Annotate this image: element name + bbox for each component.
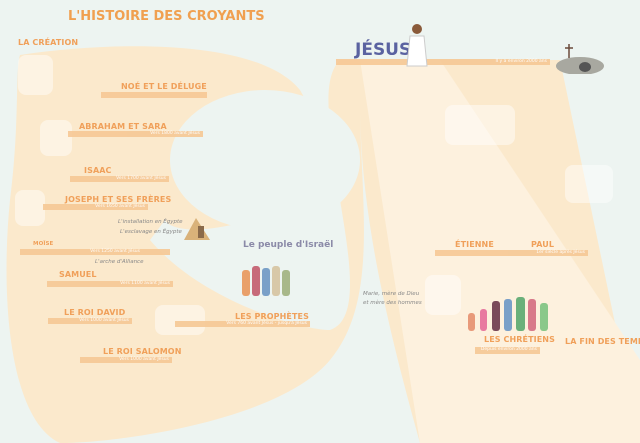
israel-label: Le peuple d'Israël [243, 240, 334, 250]
event-label-paul: PAUL [531, 240, 555, 249]
event-label-abraham: ABRAHAM ET SARA [79, 122, 167, 131]
event-label-chretiens: LES CHRÉTIENS [484, 335, 555, 344]
event-bar-abraham: Vers 1800 avant Jésus [68, 131, 203, 137]
event-bar-jesus: Il y a environ 2000 ans [336, 59, 550, 65]
event-bar-chretiens: Depuis environ 2000 ans [475, 347, 540, 354]
note-egypt-slavery: L'esclavage en Égypte [120, 229, 182, 235]
event-bar-isaac: Vers 1700 avant Jésus [70, 176, 169, 182]
event-bar-noe [101, 92, 207, 98]
event-bar-joseph: Vers 1650 avant Jésus [43, 204, 148, 210]
event-bar-samuel: Vers 1100 avant Jésus [47, 281, 173, 287]
event-bar-salomon: Vers 1000 avant Jésus [80, 357, 172, 363]
note-egypt-settle: L'installation en Égypte [118, 219, 183, 225]
note-mary-1: Marie, mère de Dieu [363, 291, 420, 297]
event-label-etienne: ÉTIENNE [455, 240, 494, 249]
event-label-samuel: SAMUEL [59, 270, 97, 279]
end-label: LA FIN DES TEMPS [565, 337, 640, 346]
event-label-isaac: ISAAC [84, 166, 112, 175]
note-mary-2: et mère des hommes [363, 300, 422, 306]
page-title: L'HISTOIRE DES CROYANTS [68, 9, 265, 24]
event-bar-david: Vers 1000 avant Jésus [48, 318, 132, 324]
christians-illustration [468, 297, 548, 331]
egypt-illustration [184, 218, 210, 240]
tomb-illustration [556, 44, 604, 74]
event-label-moise: MOÏSE [33, 241, 54, 247]
jesus-illustration [406, 24, 428, 67]
event-label-prophetes: LES PROPHÈTES [235, 312, 309, 321]
note-ark: L'arche d'Alliance [95, 259, 144, 265]
event-bar-etienne-paul: 1er siècle après Jésus [435, 250, 588, 256]
start-label: LA CRÉATION [18, 38, 79, 47]
event-label-noe: NOÉ ET LE DÉLUGE [121, 82, 207, 91]
event-label-david: LE ROI DAVID [64, 308, 126, 317]
event-label-salomon: LE ROI SALOMON [103, 347, 182, 356]
event-label-jesus: JÉSUS [355, 40, 412, 60]
israel-people-illustration [242, 266, 290, 296]
event-bar-moise: Vers 1250 avant Jésus [20, 249, 170, 255]
event-label-joseph: JOSEPH ET SES FRÈRES [65, 195, 172, 204]
event-bar-prophetes: Vers 760 avant Jésus - jusqu'à Jésus [175, 321, 310, 327]
